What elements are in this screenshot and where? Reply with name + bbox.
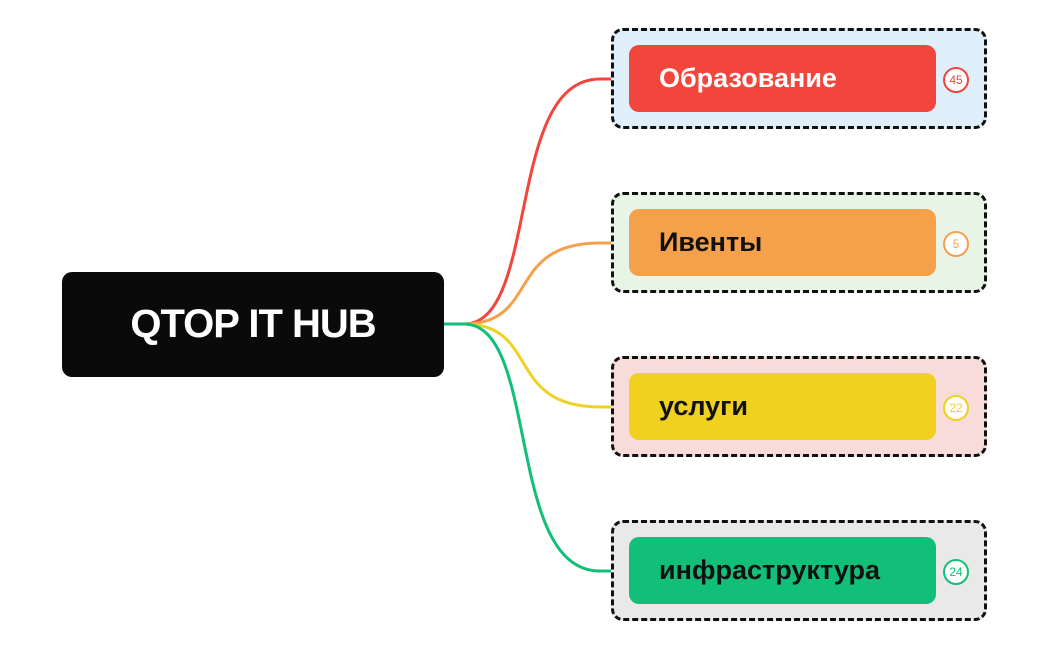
root-node[interactable]: QTOP IT HUB bbox=[62, 272, 444, 377]
branch-node-services[interactable]: услуги bbox=[629, 373, 936, 440]
connector-line-events bbox=[444, 241, 629, 326]
count-badge[interactable]: 5 bbox=[943, 231, 969, 257]
branch-label: Образование bbox=[659, 63, 837, 93]
count-value: 45 bbox=[949, 73, 963, 87]
count-badge[interactable]: 45 bbox=[943, 67, 969, 93]
branch-node-education[interactable]: Образование bbox=[629, 45, 936, 112]
count-value: 24 bbox=[949, 565, 963, 579]
connector-line-education bbox=[444, 77, 629, 326]
branch-node-events[interactable]: Ивенты bbox=[629, 209, 936, 276]
branch-label: Ивенты bbox=[659, 227, 763, 257]
connector-line-services bbox=[444, 322, 629, 409]
branch-label: инфраструктура bbox=[659, 555, 881, 585]
count-badge[interactable]: 24 bbox=[943, 559, 969, 585]
count-value: 22 bbox=[949, 401, 963, 415]
branch-label: услуги bbox=[659, 391, 749, 421]
root-node-label: QTOP IT HUB bbox=[130, 302, 376, 346]
branch-node-infrastructure[interactable]: инфраструктура bbox=[629, 537, 936, 604]
connector-line-infrastructure bbox=[444, 322, 629, 573]
count-value: 5 bbox=[952, 237, 960, 251]
count-badge[interactable]: 22 bbox=[943, 395, 969, 421]
